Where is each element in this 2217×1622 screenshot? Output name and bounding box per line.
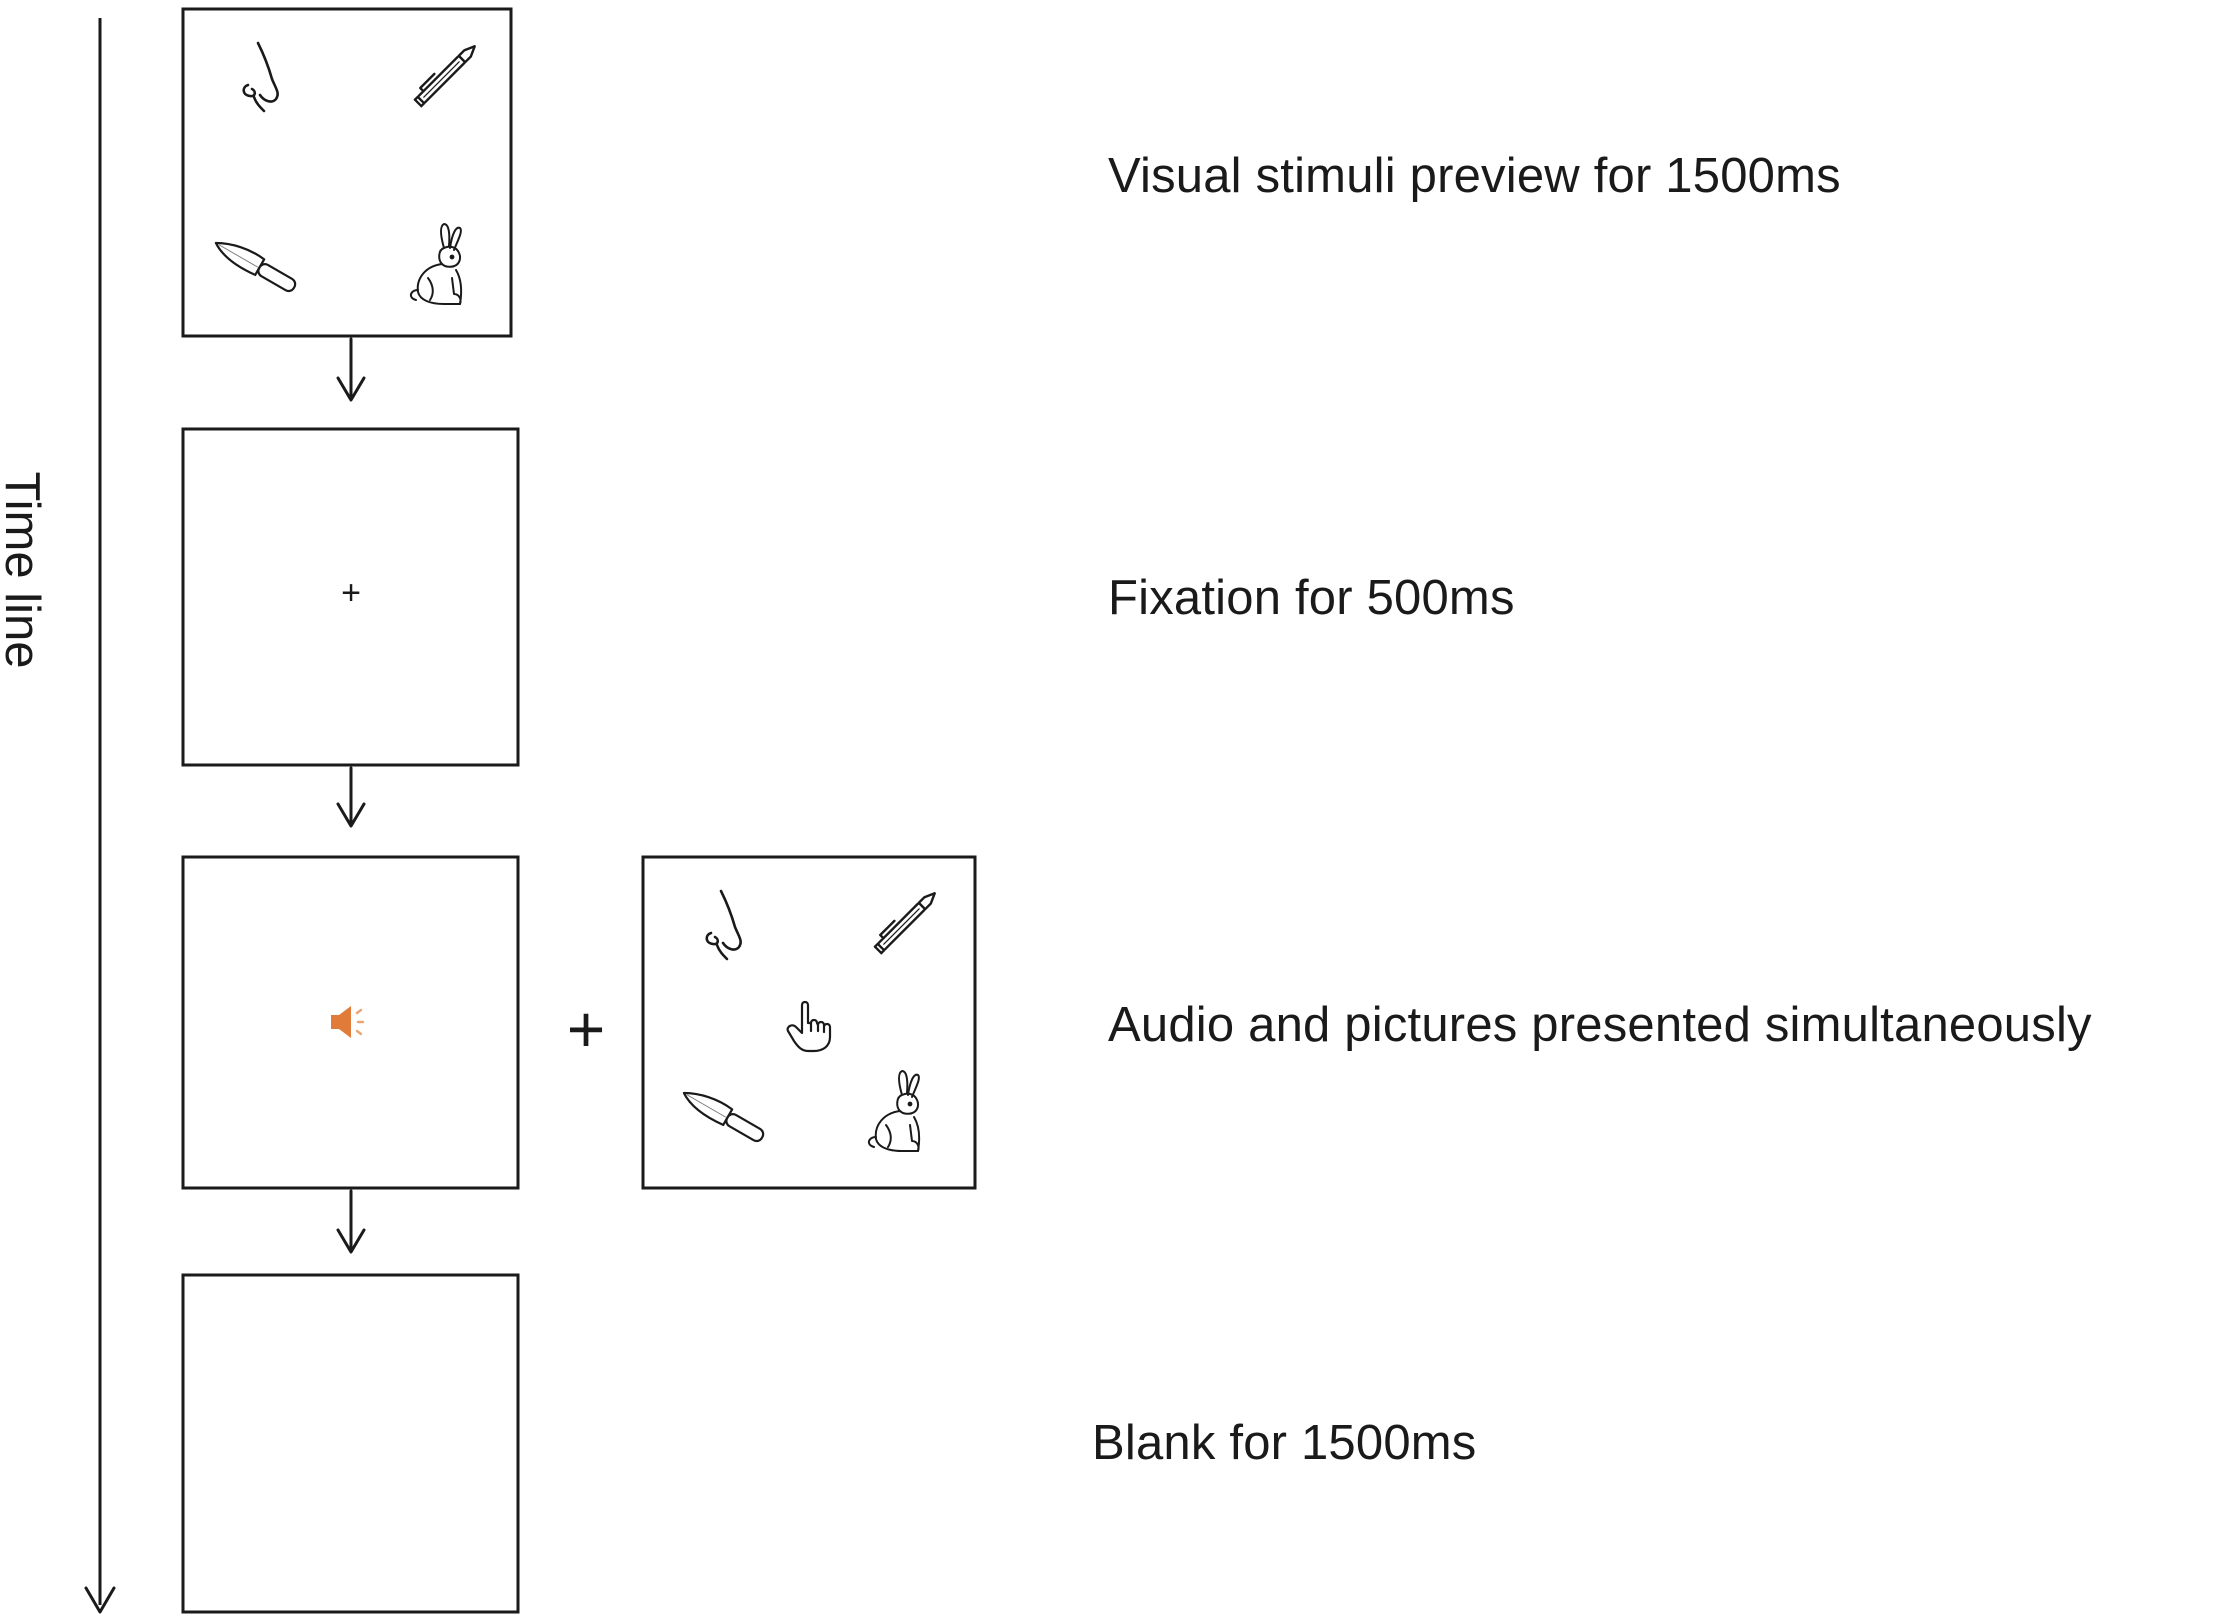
preview-panel [181, 7, 513, 338]
combine-plus: + [567, 992, 606, 1066]
step-label-audio-pictures: Audio and pictures presented simultaneou… [1108, 998, 2092, 1052]
step-label-fixation: Fixation for 500ms [1108, 571, 1515, 625]
step-arrow [336, 766, 366, 828]
fixation-cross: + [341, 574, 361, 612]
step-arrow [336, 337, 366, 402]
step-arrow [336, 1189, 366, 1254]
timeline-label: Time line [0, 471, 49, 669]
blank-panel [181, 1273, 520, 1614]
timeline-arrowhead [84, 1586, 116, 1614]
fixation-panel [181, 427, 520, 767]
step-label-blank: Blank for 1500ms [1092, 1416, 1477, 1470]
step-label-preview: Visual stimuli preview for 1500ms [1108, 149, 1841, 203]
